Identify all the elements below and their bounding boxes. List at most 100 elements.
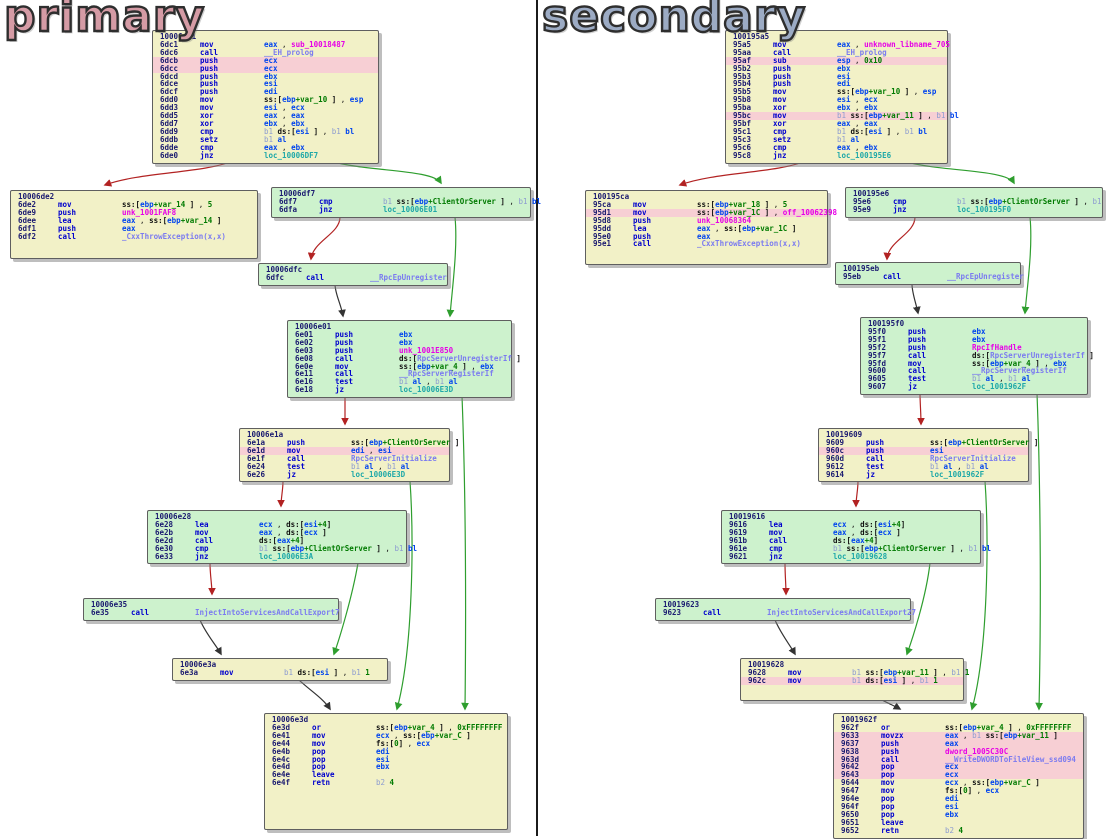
pane-splitter[interactable] — [536, 0, 538, 836]
